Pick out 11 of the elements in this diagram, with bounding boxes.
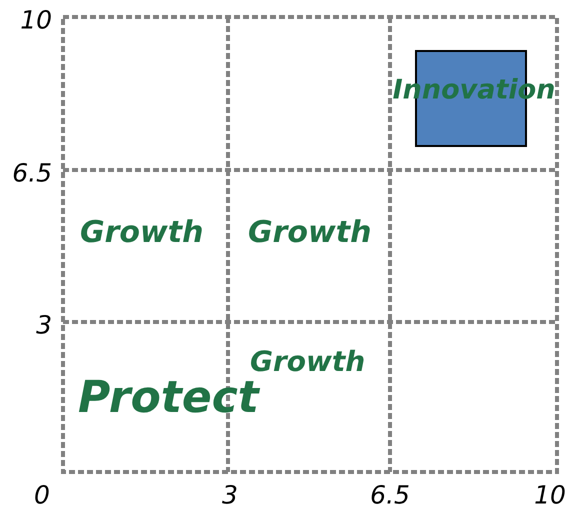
- axis-tick-label: 3: [36, 312, 52, 338]
- axis-tick-label: 10: [534, 482, 566, 508]
- axis-tick-label: 6.5: [12, 160, 52, 186]
- axis-tick-label: 6.5: [370, 482, 410, 508]
- axis-tick-label: 3: [222, 482, 238, 508]
- quadrant-label: Growth: [250, 348, 366, 376]
- quadrant-label: Protect: [78, 376, 259, 420]
- axis-tick-label: 0: [34, 482, 50, 508]
- quadrant-label: Growth: [80, 218, 204, 248]
- axis-tick-label: 10: [20, 8, 52, 32]
- quadrant-label: Growth: [248, 218, 372, 248]
